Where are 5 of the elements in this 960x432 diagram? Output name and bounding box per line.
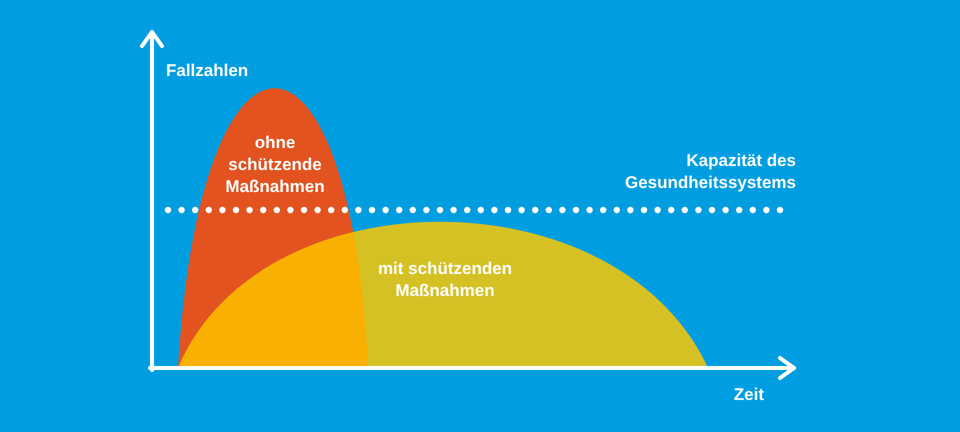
capacity-label: Kapazität des Gesundheitssystems [624, 150, 796, 194]
curve-label: mit schützenden Maßnahmen [376, 258, 514, 302]
axis-label: Fallzahlen [166, 60, 250, 82]
axis-label: Zeit [732, 384, 764, 406]
curve-label: ohne schützende Maßnahmen [224, 132, 326, 198]
